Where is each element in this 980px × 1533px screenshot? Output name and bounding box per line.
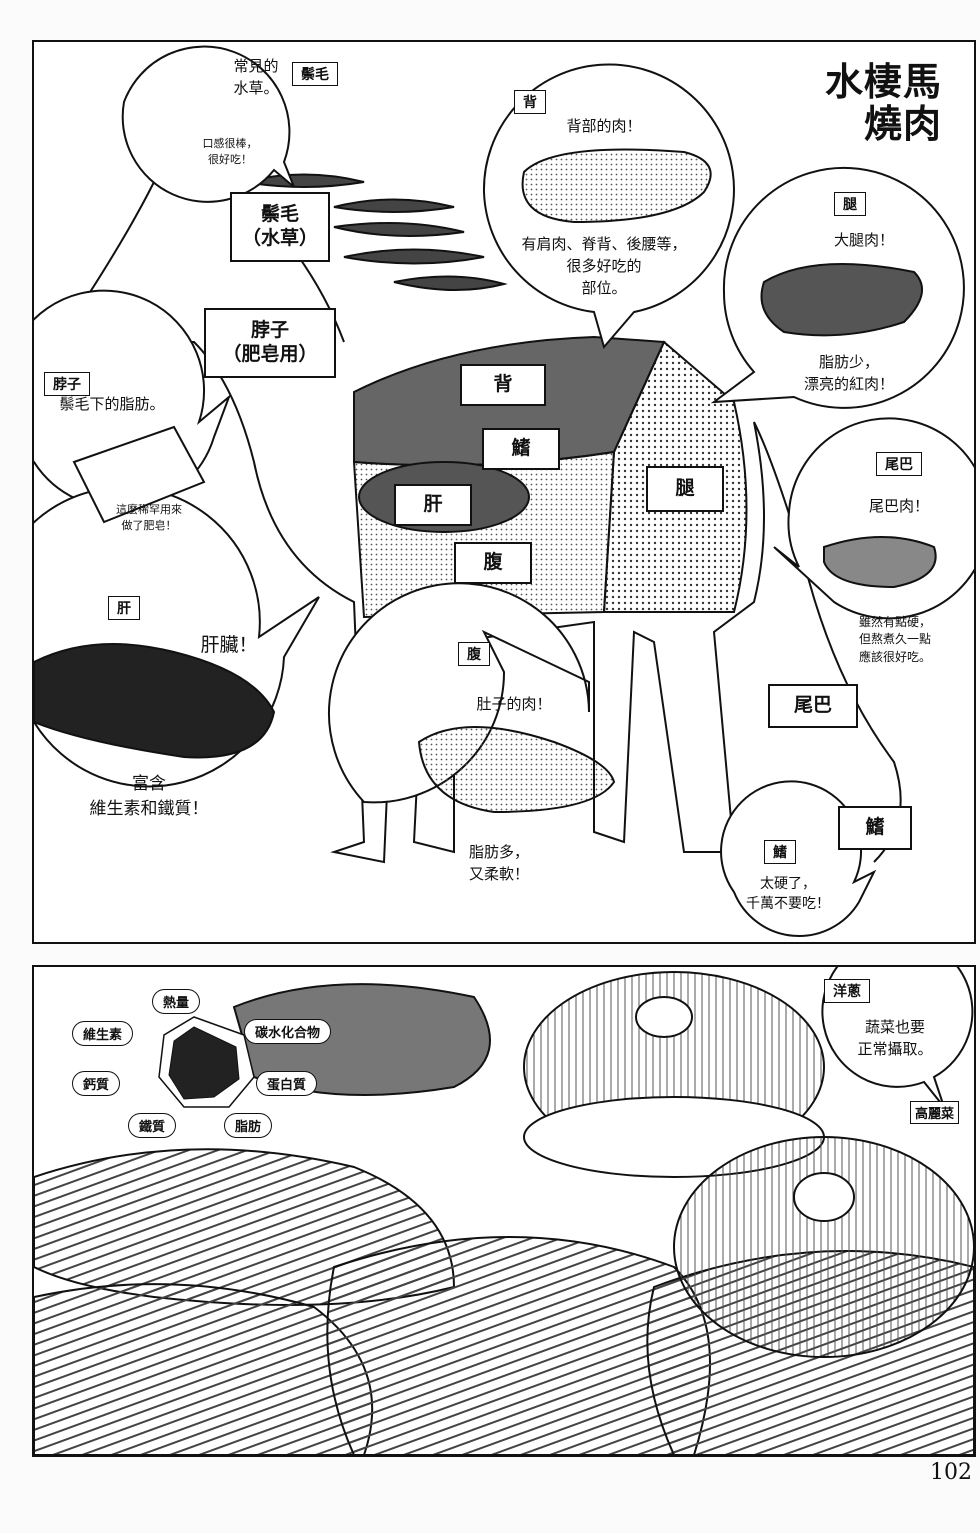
bubble-liver-tag: 肝 (108, 596, 140, 620)
nutrient-carbohydrate: 碳水化合物 (244, 1019, 332, 1044)
onion-text: 蔬菜也要 正常攝取。 (857, 1018, 933, 1058)
bubble-neck-text: 鬃毛下的脂肪。 (59, 395, 165, 413)
bubble-back-tag: 背 (514, 90, 546, 114)
bubble-belly-tag: 腹 (458, 642, 490, 666)
bubble-mane-text: 常見的 水草。 (233, 57, 279, 97)
bubble-liver-note: 富含 維生素和鐵質！ (89, 774, 209, 819)
bubble-tail (773, 417, 974, 620)
label-neck: 脖子 （肥皂用） (204, 308, 336, 378)
meat-slab-bottom (34, 1283, 374, 1455)
bubble-tail-text: 尾巴肉！ (868, 497, 929, 515)
bubble-back-note: 有肩肉、脊背、後腰等， 很多好吃的 部位。 (521, 235, 687, 297)
bubble-mane-tag: 鬃毛 (292, 62, 338, 86)
bubble-thigh-tag: 腿 (834, 192, 866, 216)
meat-top (232, 983, 491, 1096)
tail-meat (823, 536, 937, 589)
page-number: 102 (930, 1460, 972, 1485)
onion-bottom (673, 1136, 974, 1358)
bubble-thigh-note: 脂肪少， 漂亮的紅肉！ (803, 353, 894, 393)
page-title: 水棲馬 燒肉 (824, 60, 942, 146)
bubble-thigh-text: 大腿肉！ (833, 231, 894, 249)
bubble-mane (121, 45, 295, 203)
liver-meat (34, 643, 276, 759)
manga-panel-grilled-meat: 熱量 碳水化合物 蛋白質 脂肪 鐵質 鈣質 維生素 洋蔥 蔬菜也要 正常攝取。 … (32, 965, 976, 1457)
label-tail: 尾巴 (768, 684, 858, 728)
bubble-neck-tag: 脖子 (44, 372, 90, 396)
neck-soap (72, 425, 206, 524)
onion-tag: 洋蔥 (824, 979, 870, 1003)
manga-panel-horse-diagram: 水棲馬 燒肉 鬃毛 （水草） 脖子 （肥皂用） 背 鰭 肝 腿 腹 尾巴 鰭 鬃… (32, 40, 976, 944)
nutrition-radar-chart (158, 1016, 255, 1108)
nutrient-iron: 鐵質 (128, 1113, 177, 1138)
label-thigh: 腿 (646, 466, 724, 512)
label-mane: 鬃毛 （水草） (230, 192, 330, 262)
bubble-tail-tag: 尾巴 (876, 452, 922, 476)
bubble-liver-text: 肝臟！ (200, 634, 258, 656)
grill-illustration (34, 967, 974, 1455)
nutrient-energy: 熱量 (152, 989, 201, 1014)
bubble-fin-text: 太硬了， 千萬不要吃！ (746, 876, 830, 913)
thigh-meat (760, 263, 923, 337)
nutrient-protein: 蛋白質 (256, 1071, 318, 1096)
belly-meat (417, 726, 616, 814)
nutrient-vitamin: 維生素 (72, 1021, 134, 1046)
label-belly: 腹 (454, 542, 532, 584)
bubble-fin-tag: 鰭 (764, 840, 796, 864)
back-meat (521, 148, 712, 224)
label-liver: 肝 (394, 484, 472, 526)
bubble-belly-note: 脂肪多， 又柔軟！ (468, 843, 529, 883)
bubble-neck-note: 這麼稀罕用來 做了肥皂！ (116, 503, 182, 532)
cabbage-tag: 高麗菜 (910, 1101, 960, 1124)
label-fin-tail: 鰭 (838, 806, 912, 850)
label-fin: 鰭 (482, 428, 560, 470)
nutrient-fat: 脂肪 (224, 1113, 273, 1138)
label-back: 背 (460, 364, 546, 406)
bubble-belly-text: 肚子的肉！ (476, 695, 552, 713)
bubble-tail-note: 雖然有點硬， 但熬煮久一點 應該很好吃。 (858, 615, 931, 664)
nutrient-calcium: 鈣質 (72, 1071, 121, 1096)
bubble-mane-note: 口感很棒， 很好吃！ (202, 137, 258, 166)
bubble-back-text: 背部的肉！ (566, 117, 642, 135)
